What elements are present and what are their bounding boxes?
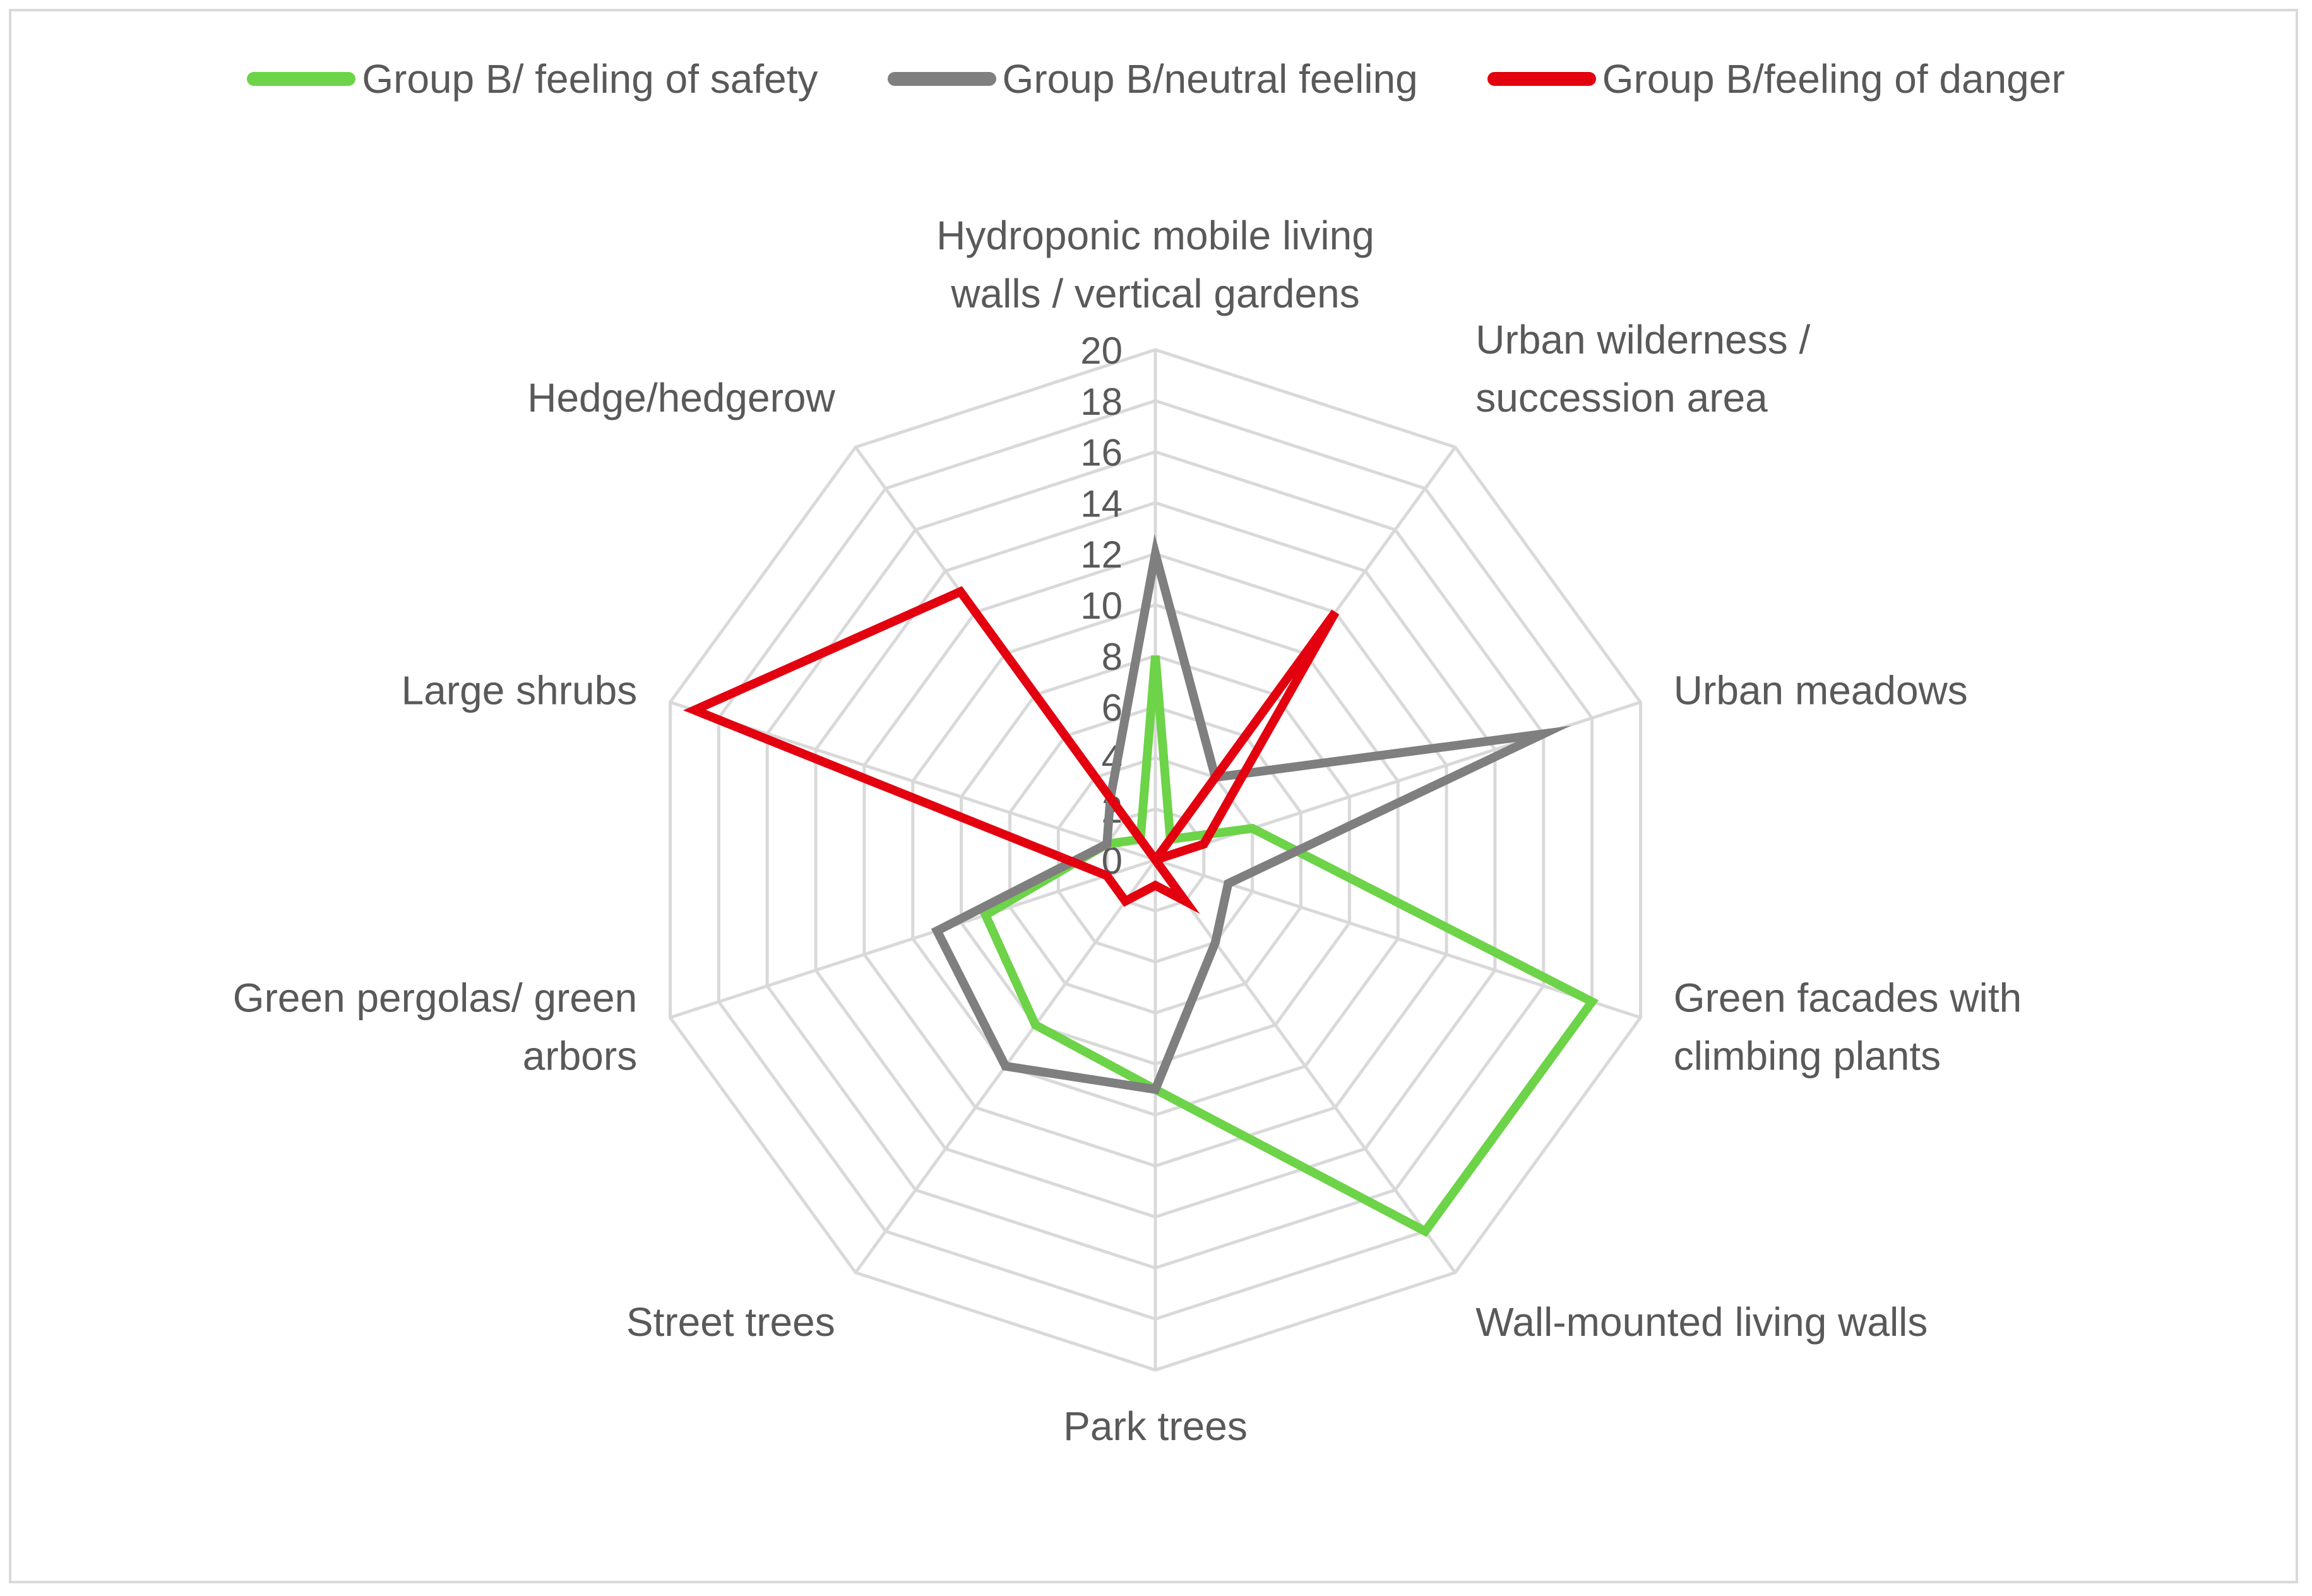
category-label-1-line-1: succession area: [1475, 375, 1768, 420]
series-line-2: [683, 586, 1340, 914]
grid-spoke-3: [1155, 858, 1642, 1020]
tick-label-14: 14: [1080, 482, 1123, 525]
category-label-0-line-1: walls / vertical gardens: [950, 271, 1359, 316]
legend-item-neutral: Group B/neutral feeling: [887, 56, 1418, 102]
category-label-0-line-0: Hydroponic mobile living: [936, 213, 1374, 258]
legend-item-safety: Group B/ feeling of safety: [247, 56, 818, 102]
category-label-7-line-0: Green pergolas/ green: [233, 975, 637, 1021]
tick-label-10: 10: [1080, 585, 1123, 627]
chart-frame: [9, 9, 2298, 1583]
grid-spoke-4: [1153, 859, 1457, 1274]
category-label-3-line-1: climbing plants: [1674, 1033, 1941, 1079]
series-line-1: [931, 533, 1571, 1095]
legend-swatch-safety: [247, 72, 356, 86]
category-label-1-line-0: Urban wilderness /: [1475, 317, 1810, 362]
legend: Group B/ feeling of safety Group B/neutr…: [0, 56, 2312, 102]
category-label-2-line-0: Urban meadows: [1674, 667, 1968, 713]
tick-label-8: 8: [1102, 636, 1123, 678]
legend-swatch-neutral: [887, 72, 996, 86]
tick-label-6: 6: [1102, 687, 1123, 729]
category-label-7-line-1: arbors: [523, 1033, 637, 1079]
grid-spoke-7: [669, 858, 1156, 1020]
tick-label-18: 18: [1080, 381, 1123, 423]
category-label-3-line-0: Green facades with: [1674, 975, 2022, 1021]
legend-label-neutral: Group B/neutral feeling: [1002, 56, 1418, 102]
tick-label-16: 16: [1080, 432, 1123, 474]
category-label-4-line-0: Wall-mounted living walls: [1475, 1299, 1928, 1345]
legend-label-danger: Group B/feeling of danger: [1602, 56, 2065, 102]
tick-label-20: 20: [1080, 330, 1123, 372]
legend-swatch-danger: [1487, 72, 1596, 86]
legend-label-safety: Group B/ feeling of safety: [362, 56, 818, 102]
legend-item-danger: Group B/feeling of danger: [1487, 56, 2065, 102]
category-label-5-line-0: Park trees: [1063, 1403, 1248, 1449]
category-label-6-line-0: Street trees: [626, 1299, 835, 1345]
tick-label-12: 12: [1080, 533, 1123, 576]
category-label-8-line-0: Large shrubs: [402, 667, 638, 713]
category-label-9-line-0: Hedge/hedgerow: [527, 375, 835, 420]
